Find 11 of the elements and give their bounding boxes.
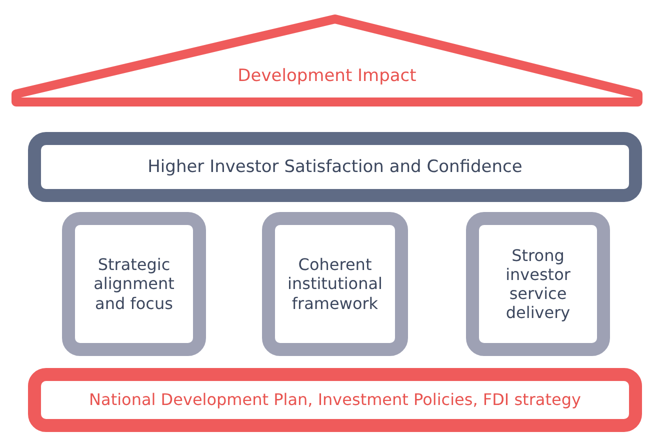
pillar-box [466, 212, 610, 356]
box-label: Strong investor service delivery [504, 246, 572, 322]
box-label: Higher Investor Satisfaction and Confidence [148, 156, 522, 178]
box-label: Development Impact [238, 66, 416, 86]
box-label: Coherent institutional framework [286, 255, 384, 313]
foundation-box [28, 368, 642, 432]
pillar-box [62, 212, 206, 356]
box-label: National Development Plan, Investment Policies, FDI strategy [89, 390, 581, 410]
beam-box [28, 132, 642, 202]
pillar-box [262, 212, 408, 356]
box-label: Strategic alignment and focus [92, 255, 176, 313]
